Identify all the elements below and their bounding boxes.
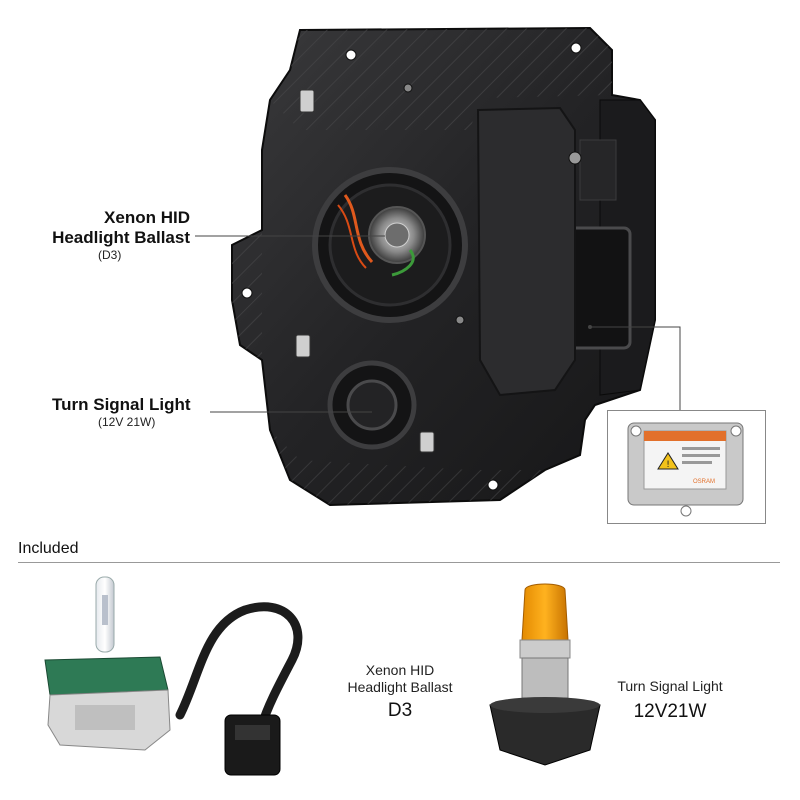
turn-signal-included-label-text: Turn Signal Light [617, 678, 723, 694]
ballast-callout-title-line1: Xenon HID [104, 208, 190, 227]
svg-text:!: ! [666, 460, 670, 470]
ballast-included-label-line1: Xenon HID [365, 662, 435, 678]
headlight-housing-image [195, 26, 681, 507]
turn-signal-included-label: Turn Signal Light 12V21W [600, 678, 740, 723]
ballast-inset-box: ! OSRAM [607, 410, 766, 524]
included-heading: Included [18, 540, 79, 557]
ballast-included-spec: D3 [387, 700, 413, 721]
ballast-callout-title-line2: Headlight Ballast [52, 228, 190, 247]
turn-signal-bulb-image [489, 583, 601, 766]
included-divider [18, 562, 780, 563]
ballast-included-label-line2: Headlight Ballast [347, 679, 453, 695]
osram-brand-text: OSRAM [693, 479, 715, 485]
ballast-included-label: Xenon HID Headlight Ballast D3 [325, 662, 475, 722]
ballast-module-image: ! OSRAM [627, 422, 744, 517]
turn-signal-included-spec: 12V21W [633, 701, 707, 722]
turn-signal-callout-title: Turn Signal Light [52, 395, 191, 414]
hid-bulb-harness-image [44, 576, 303, 776]
ballast-callout-spec: (D3) [98, 248, 122, 262]
ballast-callout: Xenon HID Headlight Ballast [40, 208, 190, 248]
turn-signal-callout-spec: (12V 21W) [98, 415, 156, 429]
